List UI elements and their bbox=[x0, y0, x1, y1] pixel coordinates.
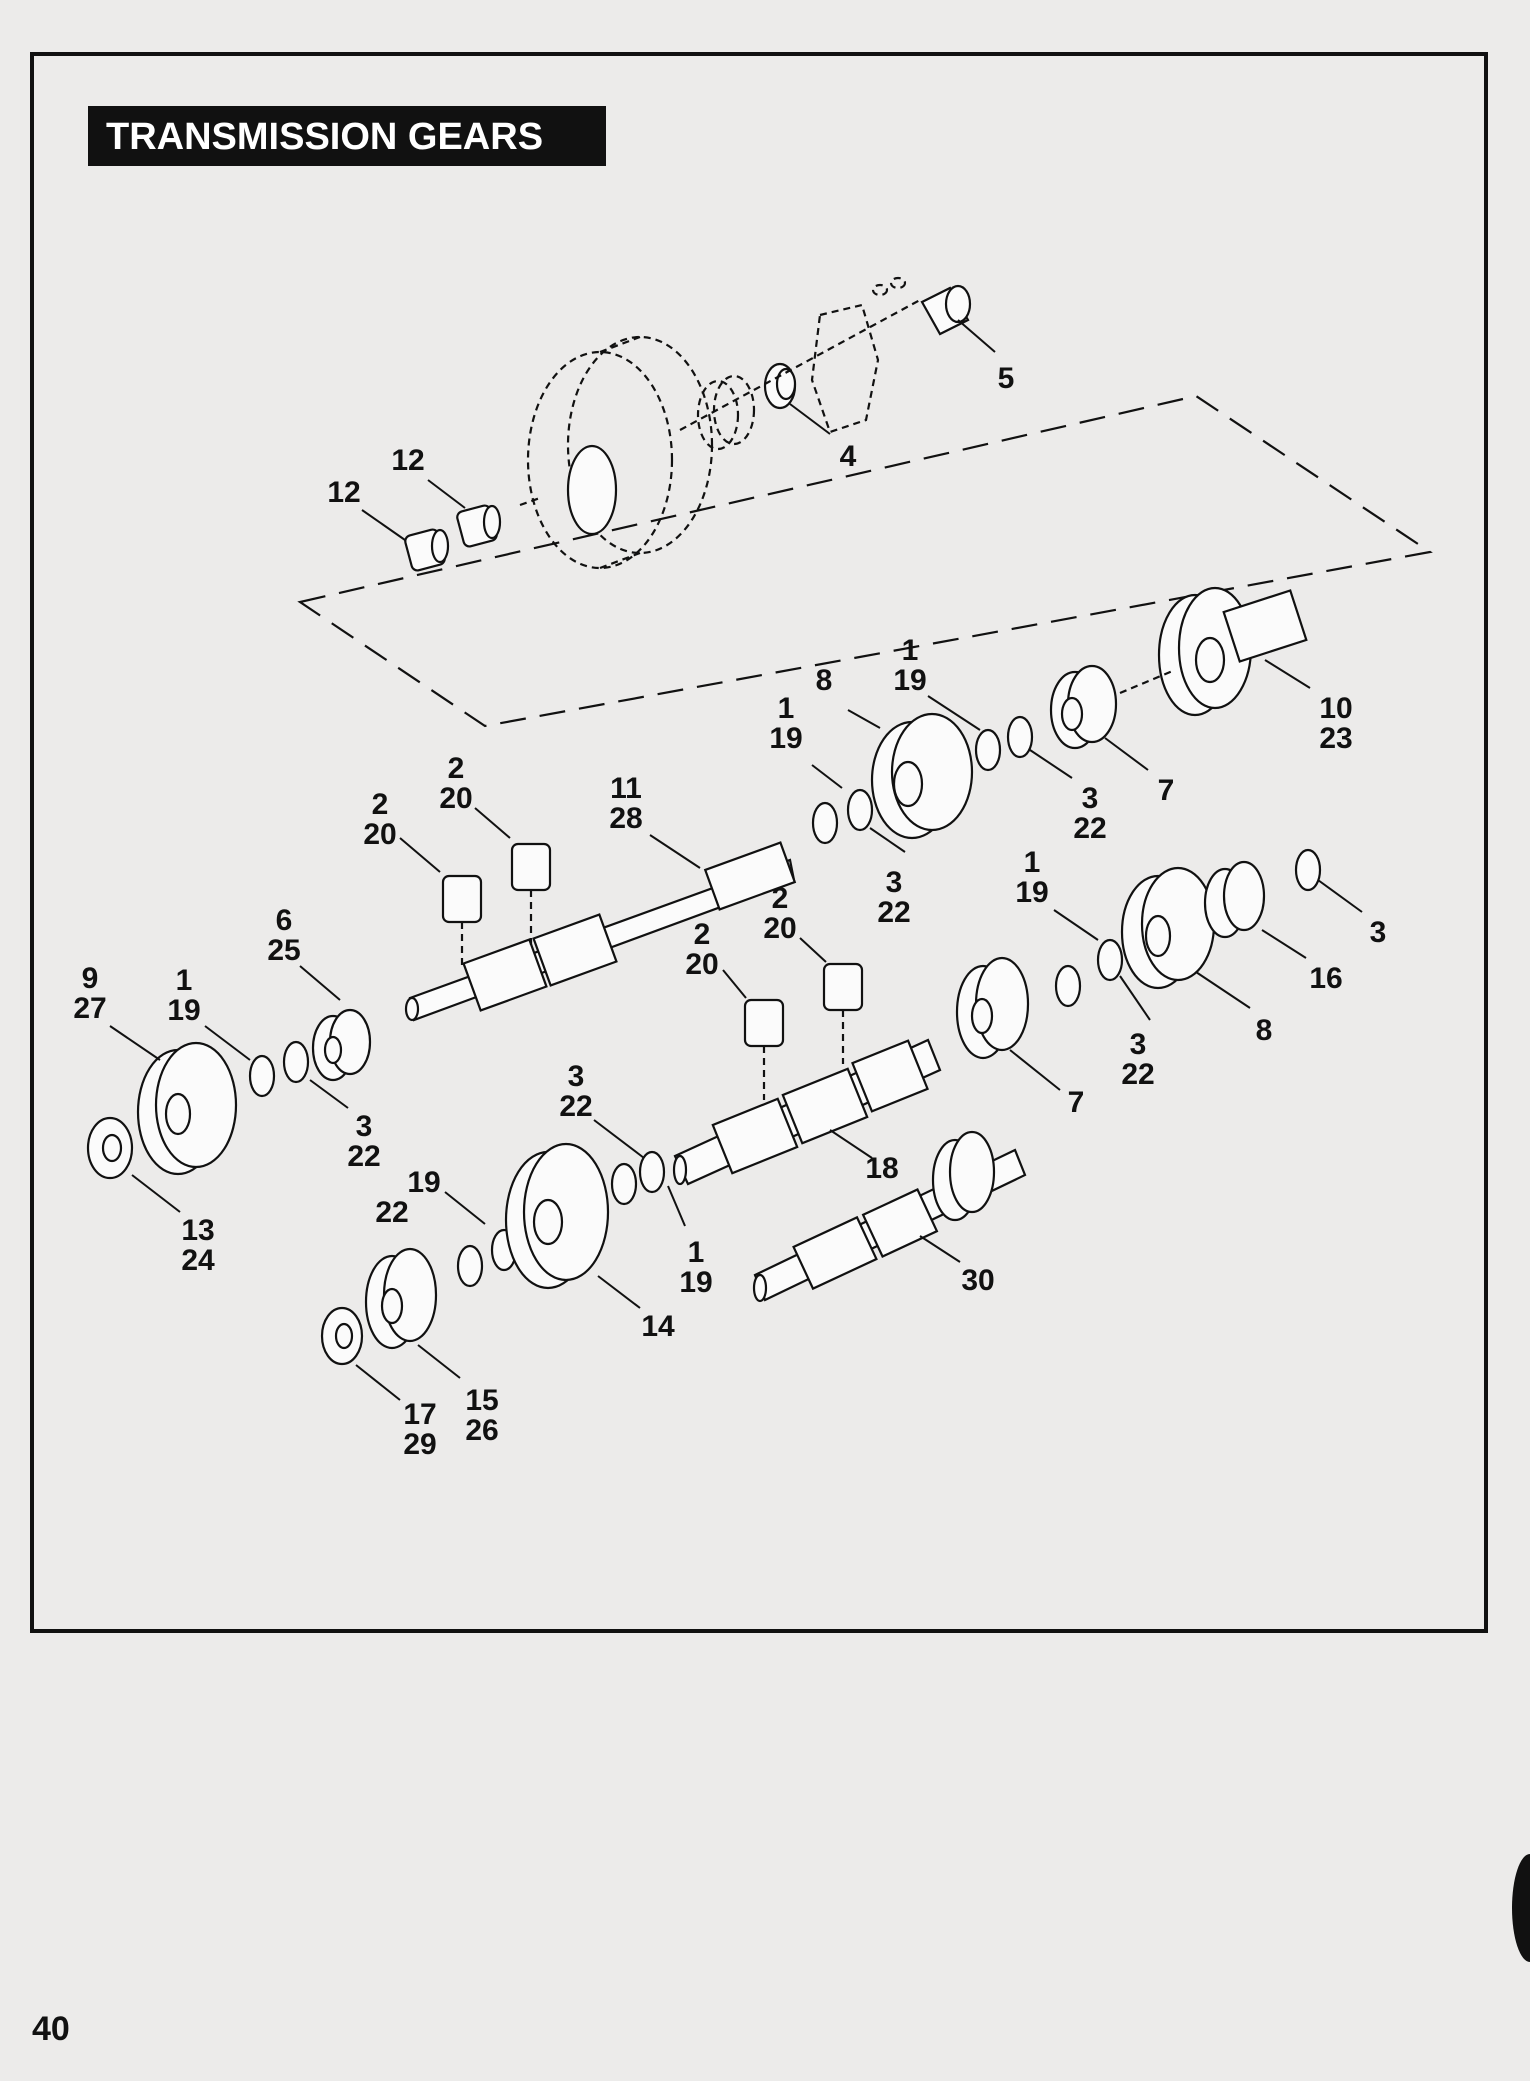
rings-top bbox=[811, 715, 1034, 845]
callout-5: 5 bbox=[998, 362, 1015, 395]
diagram-frame bbox=[30, 52, 1488, 1633]
callout-7-right: 7 bbox=[1068, 1086, 1085, 1119]
part-8-gear-top bbox=[870, 712, 974, 840]
top-assembly bbox=[404, 276, 972, 572]
part-30-shaft bbox=[752, 1130, 1027, 1303]
part-2-bearing-b bbox=[510, 842, 552, 950]
part-14-gear bbox=[504, 1142, 610, 1290]
part-4-ring bbox=[763, 362, 797, 410]
callout-12a: 12 bbox=[327, 476, 360, 509]
title-banner: TRANSMISSION GEARS bbox=[88, 106, 606, 166]
rings-left bbox=[248, 1040, 310, 1098]
part-12-bearing-a bbox=[404, 528, 450, 572]
dashed-hub bbox=[696, 374, 756, 451]
dashed-main-drive-gear bbox=[526, 335, 714, 570]
diagram-title: TRANSMISSION GEARS bbox=[106, 116, 543, 158]
dashed-subassembly-outline bbox=[297, 394, 1433, 728]
callout-3-right: 3 bbox=[1370, 916, 1387, 949]
callout-16: 16 bbox=[1309, 962, 1342, 995]
callout-8-right: 8 bbox=[1256, 1014, 1273, 1047]
part-2-bearing-a bbox=[441, 874, 483, 970]
part-16-gear bbox=[1203, 860, 1266, 939]
page-number: 40 bbox=[32, 2010, 70, 2048]
part-9-gear bbox=[136, 1041, 238, 1176]
leader-lines bbox=[109, 319, 1363, 1401]
section-thumb-tab bbox=[1512, 1854, 1530, 1962]
part-18-countershaft bbox=[672, 1038, 942, 1186]
part-5-bushing bbox=[920, 284, 972, 336]
part-7-gear-right bbox=[955, 956, 1030, 1060]
part-2-bearing-d bbox=[822, 962, 864, 1064]
callout-18: 18 bbox=[865, 1152, 898, 1185]
part-2-bearing-c bbox=[743, 998, 785, 1100]
part-7-gear-top bbox=[1049, 664, 1118, 750]
dashed-dowels bbox=[871, 276, 907, 297]
part-8-gear-right bbox=[1120, 866, 1216, 990]
dashed-plate bbox=[810, 303, 880, 434]
part-10-main-drive-gear bbox=[1157, 586, 1308, 717]
callout-8-top: 8 bbox=[816, 664, 833, 697]
callout-7-top: 7 bbox=[1158, 774, 1175, 807]
rings-low bbox=[456, 1150, 666, 1288]
callout-4: 4 bbox=[840, 440, 857, 473]
rings-right bbox=[1054, 848, 1322, 1008]
part-13-thrust-washer bbox=[86, 1116, 134, 1180]
callout-30: 30 bbox=[961, 1264, 994, 1297]
part-6-gear bbox=[311, 1008, 372, 1082]
part-11-mainshaft bbox=[404, 841, 797, 1022]
part-12-bearing-b bbox=[456, 504, 502, 548]
part-17-thrust-washer bbox=[320, 1306, 364, 1366]
callout-14: 14 bbox=[641, 1310, 675, 1343]
part-15-gear bbox=[364, 1247, 438, 1350]
callout-12b: 12 bbox=[391, 444, 424, 477]
